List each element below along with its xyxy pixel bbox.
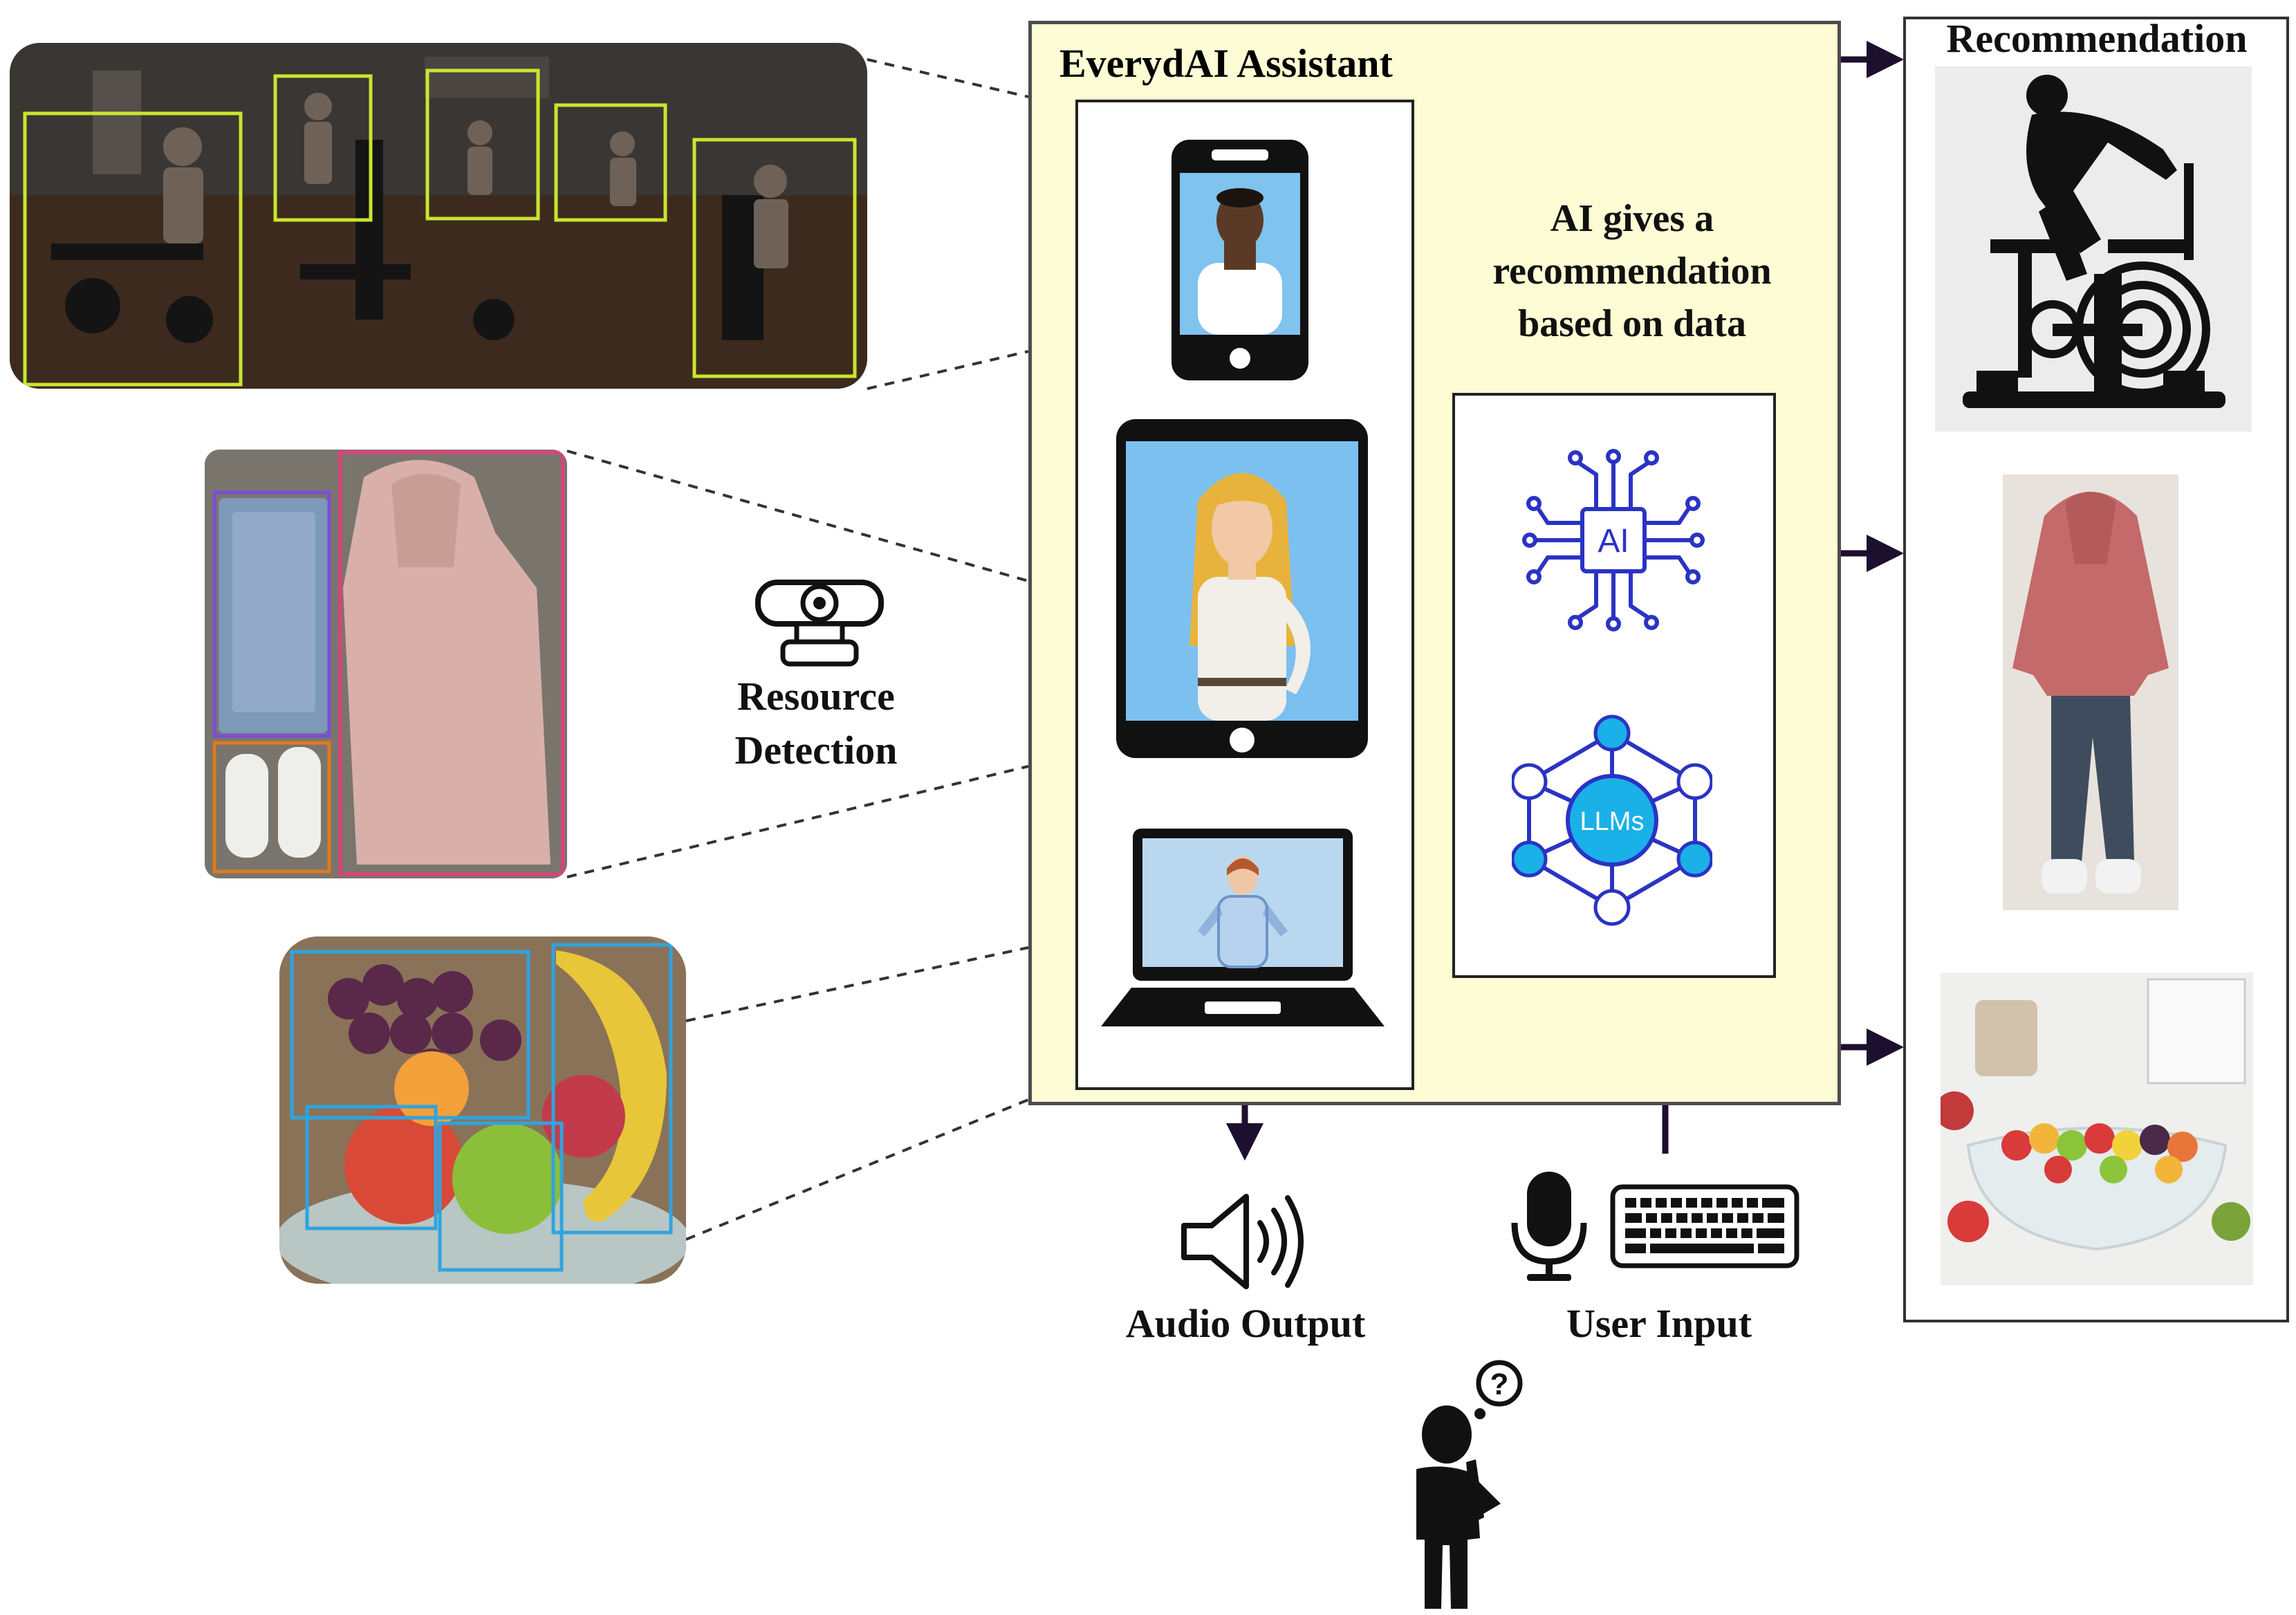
dashed-connector-fruit-bottom <box>685 1098 1029 1241</box>
tablet-avatar-icon <box>1115 418 1369 759</box>
laptop-avatar-icon <box>1101 827 1385 1028</box>
banana-detection-box <box>551 943 673 1235</box>
jeans-detection-box <box>212 490 331 738</box>
fruit-scene <box>279 936 686 1284</box>
microphone-icon <box>1506 1169 1592 1284</box>
recommendation-title: Recommendation <box>1946 16 2248 61</box>
keyboard-keys <box>1625 1198 1784 1253</box>
keyboard-icon <box>1610 1184 1799 1268</box>
fruit-salad-image <box>1935 972 2253 1285</box>
apple-red-detection-box <box>305 1105 438 1230</box>
gym-detection-box-5 <box>692 138 857 378</box>
hoodie-detection-box <box>338 450 565 876</box>
llm-label: LLMs <box>1580 807 1645 836</box>
shoes-detection-box <box>212 741 331 874</box>
clothes-detection-photo <box>205 450 567 878</box>
phone-avatar-icon <box>1170 138 1310 382</box>
gym-detection-photo <box>10 43 867 389</box>
gym-detection-box-3 <box>425 68 540 221</box>
grapes-detection-box <box>290 950 530 1120</box>
apple-green-detection-box <box>438 1121 564 1272</box>
dashed-connector-clothes-bottom <box>566 765 1029 878</box>
gym-scene <box>10 43 867 389</box>
ai-recommendation-caption: AI gives a recommendation based on data <box>1492 197 1772 345</box>
dashed-connector-fruit-top <box>685 946 1029 1022</box>
fruit-detection-photo <box>279 936 686 1284</box>
llm-network-icon: LLMs <box>1510 712 1714 928</box>
dashed-connectors <box>566 58 1029 1241</box>
gym-detection-box-4 <box>554 103 667 222</box>
user-input-label: User Input <box>1566 1301 1752 1346</box>
assistant-title: EverydAI Assistant <box>1059 41 1393 86</box>
ai-chip-icon: AI <box>1516 447 1711 634</box>
audio-output-label: Audio Output <box>1125 1301 1366 1346</box>
svg-text:?: ? <box>1490 1367 1509 1401</box>
speaker-icon <box>1180 1190 1308 1293</box>
clothes-scene <box>205 450 567 878</box>
dashed-connector-clothes-top <box>566 450 1029 582</box>
thinking-person-icon: ? <box>1404 1358 1530 1612</box>
gym-detection-box-1 <box>23 111 243 387</box>
hoodie-outfit-image <box>2003 474 2178 910</box>
webcam-icon <box>755 580 884 670</box>
resource-detection-label: Resource Detection <box>734 674 898 773</box>
dashed-connector-gym-top <box>867 58 1029 98</box>
dashed-connector-gym-bottom <box>867 350 1029 390</box>
gym-detection-box-2 <box>273 74 373 222</box>
ai-chip-label: AI <box>1598 523 1629 560</box>
exercise-bike-image <box>1935 66 2252 432</box>
